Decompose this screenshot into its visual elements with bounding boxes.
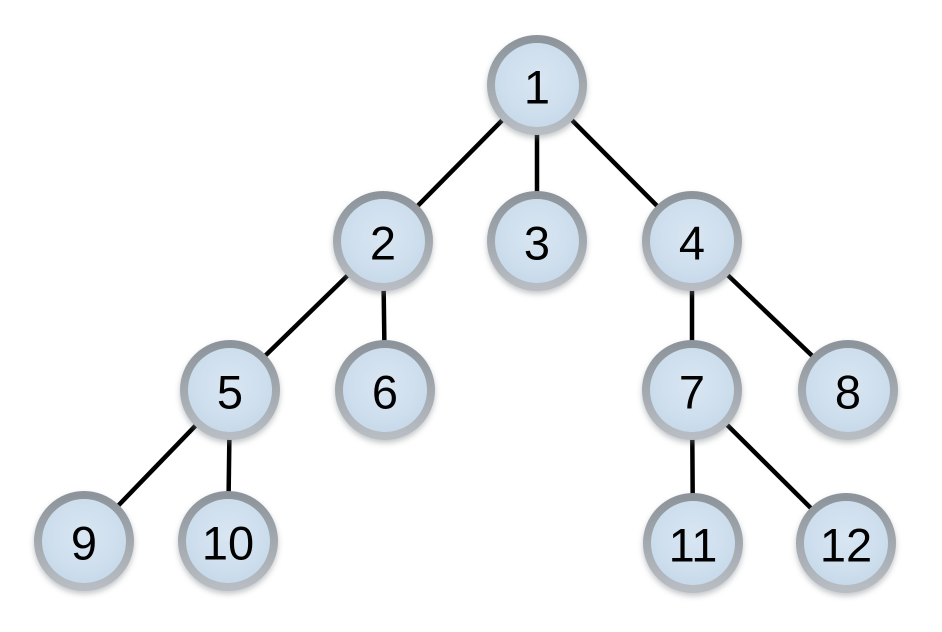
tree-node-7: 7 xyxy=(642,340,742,440)
tree-node-10: 10 xyxy=(178,491,278,591)
node-label: 7 xyxy=(679,366,705,419)
tree-node-12: 12 xyxy=(796,493,896,593)
node-label: 9 xyxy=(71,517,97,570)
tree-node-6: 6 xyxy=(335,340,435,440)
node-circle xyxy=(333,191,433,291)
node-circle xyxy=(487,191,587,291)
node-label: 5 xyxy=(217,366,243,419)
node-circle xyxy=(335,340,435,440)
tree-node-4: 4 xyxy=(642,191,742,291)
tree-node-3: 3 xyxy=(487,191,587,291)
tree-node-8: 8 xyxy=(798,340,898,440)
node-label: 6 xyxy=(372,366,398,419)
node-label: 4 xyxy=(679,217,705,270)
node-circle xyxy=(796,493,896,593)
node-label: 3 xyxy=(524,217,550,270)
edges-layer xyxy=(81,82,851,546)
tree-node-1: 1 xyxy=(487,35,587,135)
tree-node-5: 5 xyxy=(180,340,280,440)
node-label: 12 xyxy=(820,519,872,572)
node-label: 1 xyxy=(524,61,550,114)
tree-node-9: 9 xyxy=(34,491,134,591)
node-label: 8 xyxy=(835,366,861,419)
tree-node-2: 2 xyxy=(333,191,433,291)
node-circle xyxy=(642,340,742,440)
node-circle xyxy=(643,493,743,593)
node-circle xyxy=(642,191,742,291)
node-circle xyxy=(34,491,134,591)
node-circle xyxy=(178,491,278,591)
tree-node-11: 11 xyxy=(643,493,743,593)
node-circle xyxy=(487,35,587,135)
node-label: 10 xyxy=(202,517,254,570)
node-circle xyxy=(180,340,280,440)
node-label: 2 xyxy=(370,217,396,270)
node-circle xyxy=(798,340,898,440)
node-label: 11 xyxy=(669,519,718,572)
